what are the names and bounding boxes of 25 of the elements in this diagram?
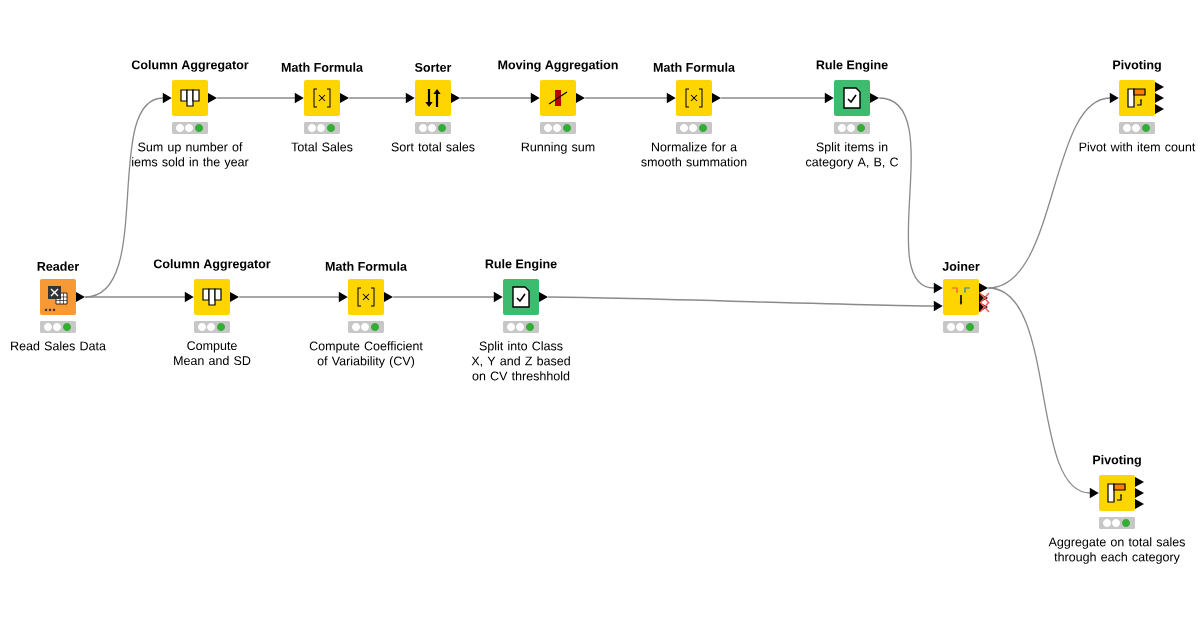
node-title: Math Formula bbox=[653, 62, 736, 72]
node-title: Pivoting bbox=[1093, 455, 1141, 467]
node-description: Split into Class X, Y and Z based on CV threshhold bbox=[471, 341, 570, 381]
node-title: Rule Engine bbox=[816, 60, 888, 72]
node-description: Total Sales bbox=[291, 142, 353, 152]
node-description: Sum up number of iems sold in the year bbox=[132, 142, 249, 169]
node-description: Compute Coefficient of Variability (CV) bbox=[309, 341, 423, 368]
node-description: Split items in category A, B, C bbox=[806, 142, 899, 169]
node-title: Reader bbox=[37, 261, 79, 271]
node-title: Column Aggregator bbox=[131, 60, 249, 72]
node-title: Moving Aggregation bbox=[498, 60, 618, 72]
node-title: Rule Engine bbox=[485, 259, 557, 271]
node-title: Column Aggregator bbox=[153, 259, 271, 271]
node-description: Normalize for a smooth summation bbox=[641, 142, 747, 167]
node-description: Pivot with item count bbox=[1079, 142, 1196, 152]
node-title: Pivoting bbox=[1113, 60, 1161, 72]
node-description: Read Sales Data bbox=[11, 341, 106, 351]
node-description: Sort total sales bbox=[391, 142, 475, 152]
node-description: Running sum bbox=[521, 142, 595, 154]
node-title: Sorter bbox=[414, 62, 452, 72]
node-title: Math Formula bbox=[325, 261, 408, 271]
node-description: Compute Mean and SD bbox=[174, 341, 251, 366]
node-title: Joiner bbox=[942, 261, 980, 271]
node-description: Aggregate on total sales through each category bbox=[1048, 537, 1185, 564]
node-title: Math Formula bbox=[281, 62, 364, 72]
